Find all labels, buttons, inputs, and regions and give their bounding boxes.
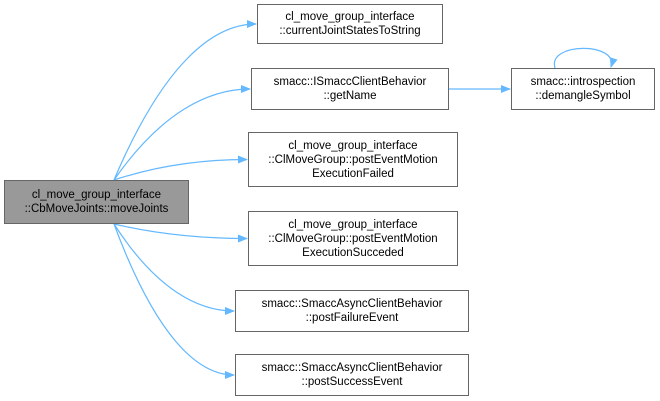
- node-label-line: cl_move_group_interface: [31, 189, 162, 201]
- node-post-event-motion-execution-succeded[interactable]: cl_move_group_interface ::ClMoveGroup::p…: [248, 211, 458, 266]
- node-label-line: ::ClMoveGroup::postEventMotion: [268, 232, 438, 245]
- edge-self-loop: [553, 47, 618, 69]
- node-label-line: smacc::introspection: [530, 76, 636, 88]
- node-label-line: cl_move_group_interface: [288, 218, 418, 231]
- node-label-line: ::demangleSymbol: [535, 90, 631, 102]
- node-post-event-motion-execution-failed[interactable]: cl_move_group_interface ::ClMoveGroup::p…: [248, 132, 458, 187]
- node-label-line: ::postFailureEvent: [305, 312, 399, 324]
- edge-root-get_name: [113, 85, 251, 181]
- edge-root-post_success_event: [113, 223, 235, 379]
- node-current-joint-states-to-string[interactable]: cl_move_group_interface ::currentJointSt…: [257, 4, 443, 44]
- node-label-line: cl_move_group_interface: [288, 139, 418, 152]
- node-label-line: ExecutionFailed: [312, 167, 394, 180]
- node-label-line: smacc::ISmaccClientBehavior: [273, 76, 427, 88]
- edge-root-post_event_failed: [113, 155, 248, 181]
- node-post-failure-event[interactable]: smacc::SmaccAsyncClientBehavior ::postFa…: [235, 290, 469, 332]
- node-label-line: smacc::SmaccAsyncClientBehavior: [261, 298, 443, 310]
- node-label-line: ::currentJointStatesToString: [279, 25, 421, 37]
- node-get-name[interactable]: smacc::ISmaccClientBehavior ::getName: [251, 68, 449, 110]
- node-label-line: ::CbMoveJoints::moveJoints: [24, 203, 169, 215]
- node-label-line: ::ClMoveGroup::postEventMotion: [268, 153, 438, 166]
- node-label-line: cl_move_group_interface: [285, 11, 415, 23]
- node-post-success-event[interactable]: smacc::SmaccAsyncClientBehavior ::postSu…: [235, 354, 469, 396]
- edge-root-post_failure_event: [113, 223, 235, 315]
- node-label-line: ::getName: [323, 90, 377, 102]
- edge-root-current_joint_states: [113, 20, 257, 181]
- edge-root-post_event_succeded: [113, 223, 248, 243]
- node-root-move-joints: cl_move_group_interface ::CbMoveJoints::…: [4, 180, 189, 224]
- node-label-line: ::postSuccessEvent: [301, 376, 403, 388]
- node-label-line: smacc::SmaccAsyncClientBehavior: [261, 362, 443, 374]
- node-demangle-symbol[interactable]: smacc::introspection ::demangleSymbol: [511, 68, 655, 110]
- node-label-line: ExecutionSucceded: [302, 246, 404, 259]
